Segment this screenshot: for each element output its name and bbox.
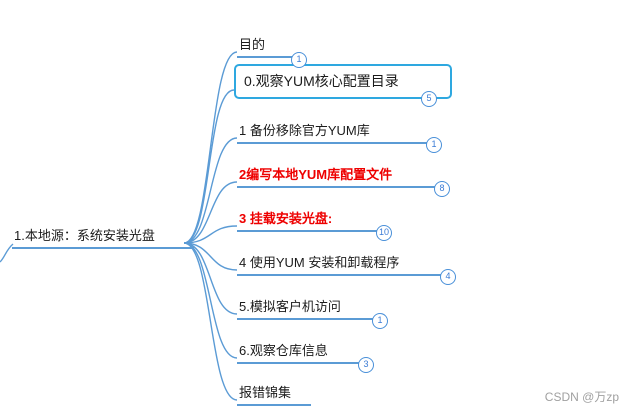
topic-node[interactable]: 6.观察仓库信息 — [237, 339, 367, 364]
topic-node[interactable]: 3 挂载安装光盘: — [237, 207, 385, 232]
topic-node[interactable]: 报错锦集 — [237, 381, 311, 406]
collapse-count-badge[interactable]: 4 — [440, 269, 456, 285]
collapse-count-badge[interactable]: 8 — [434, 181, 450, 197]
collapse-count-badge[interactable]: 1 — [291, 52, 307, 68]
collapse-count-badge[interactable]: 10 — [376, 225, 392, 241]
collapse-count-badge[interactable]: 1 — [426, 137, 442, 153]
collapse-count-badge[interactable]: 1 — [372, 313, 388, 329]
topic-node[interactable]: 目的 — [237, 33, 303, 58]
collapse-count-badge[interactable]: 3 — [358, 357, 374, 373]
watermark: CSDN @万zp — [544, 390, 619, 404]
topic-node[interactable]: 5.模拟客户机访问 — [237, 295, 381, 320]
topic-node-selected[interactable]: 0.观察YUM核心配置目录 — [234, 64, 452, 99]
topic-node[interactable]: 1 备份移除官方YUM库 — [237, 119, 435, 144]
root-topic[interactable]: 1.本地源：系统安装光盘 — [12, 224, 194, 249]
collapse-count-badge[interactable]: 5 — [421, 91, 437, 107]
topic-node[interactable]: 4 使用YUM 安装和卸载程序 — [237, 251, 449, 276]
topic-node[interactable]: 2编写本地YUM库配置文件 — [237, 163, 443, 188]
